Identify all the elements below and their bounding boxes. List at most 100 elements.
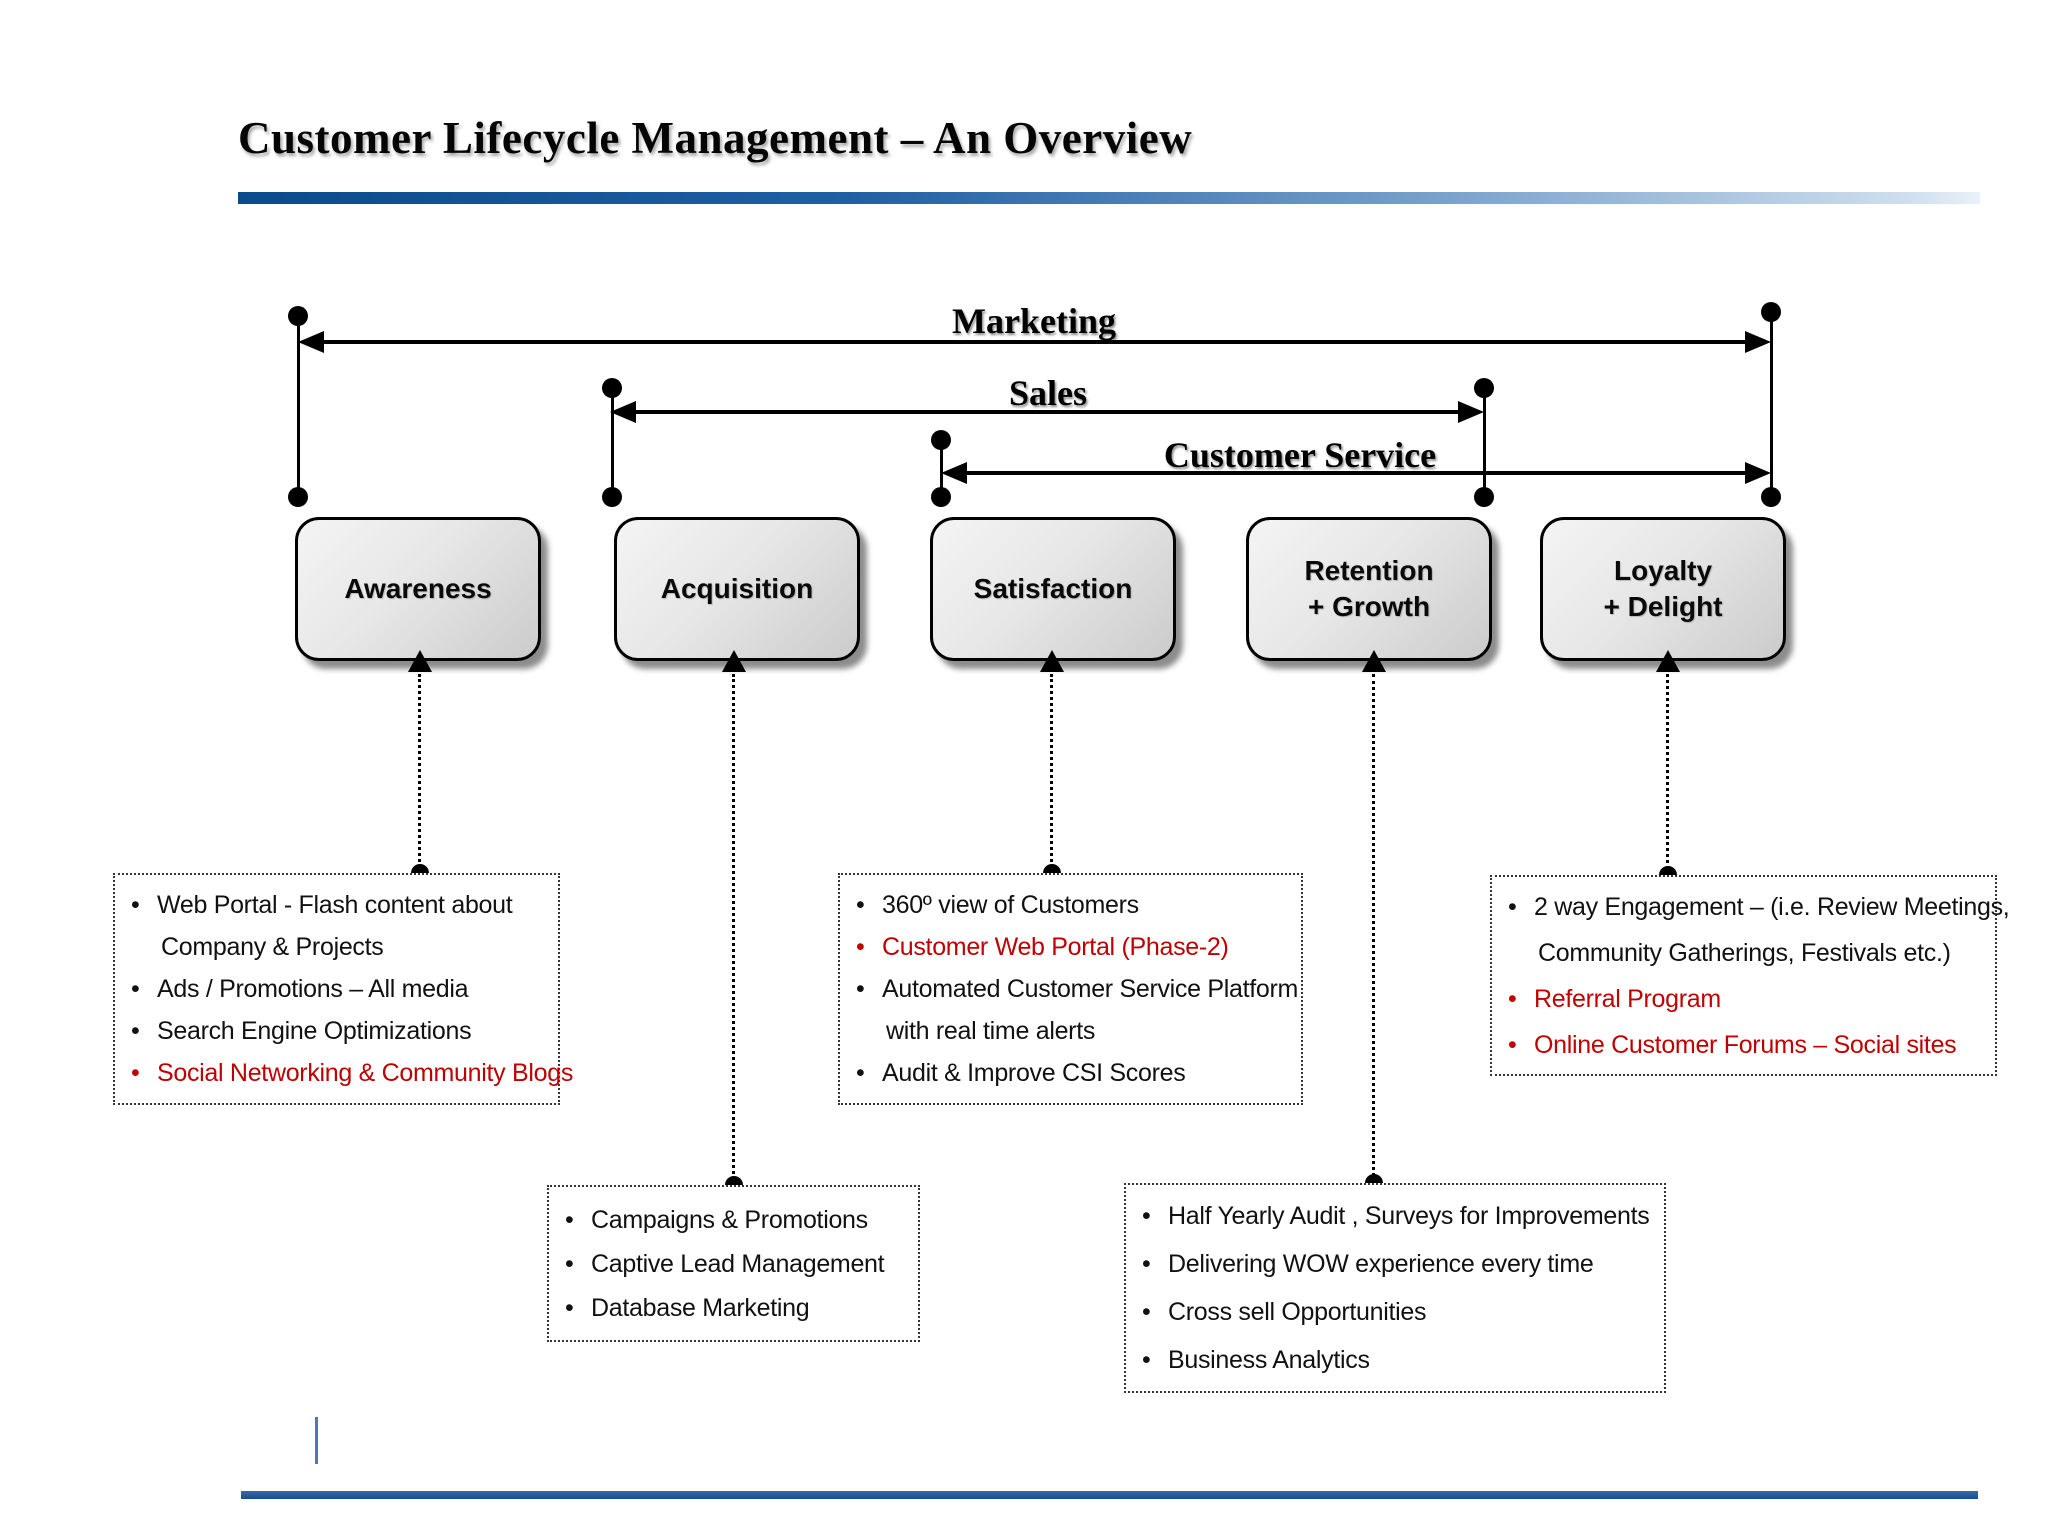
bullet-item: •Delivering WOW experience every time: [1142, 1240, 1648, 1288]
footer-rule: [241, 1491, 1978, 1499]
bullet-glyph: •: [856, 891, 865, 919]
bullet-text: Online Customer Forums – Social sites: [1534, 1030, 1957, 1059]
bullet-item: • Search Engine Optimizations: [131, 1010, 542, 1052]
bullet-text: Company & Projects: [161, 933, 384, 961]
bullet-item: •Business Analytics: [1142, 1336, 1648, 1384]
stage-label: Retention: [1304, 555, 1434, 586]
stub-line-sales-right: [1483, 388, 1486, 497]
bullet-text: Customer Web Portal (Phase-2): [882, 933, 1229, 961]
marketing-band-label: Marketing: [952, 301, 1116, 341]
callout-retention: • Half Yearly Audit , Surveys for Improve…: [1124, 1183, 1666, 1393]
marketing-arrowhead-left-icon: [298, 331, 324, 353]
up-arrowhead-retention-icon: [1362, 650, 1386, 672]
bullet-item: •Campaigns & Promotions: [565, 1198, 902, 1242]
stub-line-right: [1770, 312, 1773, 497]
bullet-glyph: •: [131, 891, 140, 919]
bullet-item: • Online Customer Forums – Social sites: [1508, 1022, 1979, 1068]
bullet-item: •2 way Engagement – (i.e. Review Meeting…: [1508, 884, 2010, 930]
bullet-glyph: •: [1142, 1202, 1151, 1230]
callout-loyalty: • 2 way Engagement – (i.e. Review Meeting…: [1490, 875, 2010, 1076]
stage-label-line2: + Delight: [1603, 591, 1723, 622]
endpoint-dot: [602, 487, 622, 507]
bullet-text: 360º view of Customers: [882, 891, 1139, 919]
dotted-connector-loyalty: [1666, 674, 1669, 875]
bullet-glyph: •: [856, 933, 865, 961]
bullet-text: Referral Program: [1534, 984, 1721, 1013]
sales-arrowhead-left-icon: [610, 401, 636, 423]
bullet-text: Business Analytics: [1168, 1346, 1370, 1374]
bullet-item: •Audit & Improve CSI Scores: [856, 1052, 1285, 1094]
bullet-glyph: •: [565, 1293, 574, 1322]
bullet-glyph: •: [565, 1249, 574, 1278]
endpoint-dot: [1474, 487, 1494, 507]
bullet-glyph: •: [1508, 1030, 1517, 1059]
bullet-text: Captive Lead Management: [591, 1249, 885, 1278]
customer-service-arrowhead-right-icon: [1745, 462, 1771, 484]
stub-line-customer-service-left: [940, 440, 943, 497]
dotted-connector-awareness: [418, 674, 421, 873]
marketing-arrow-shaft: [304, 340, 1765, 344]
bullet-text: Campaigns & Promotions: [591, 1205, 868, 1234]
bullet-item: • Captive Lead Management: [565, 1242, 902, 1286]
bullet-text: Audit & Improve CSI Scores: [882, 1059, 1186, 1087]
bullet-item: • Automated Customer Service Platform: [856, 968, 1298, 1010]
stage-box-acquisition: Acquisition: [614, 517, 860, 661]
endpoint-dot: [1474, 378, 1494, 398]
endpoint-dot: [931, 430, 951, 450]
bullet-text: Database Marketing: [591, 1293, 810, 1322]
bullet-glyph: •: [1142, 1298, 1151, 1326]
up-arrowhead-loyalty-icon: [1656, 650, 1680, 672]
bullet-text: Search Engine Optimizations: [157, 1017, 472, 1045]
bullet-item: • Database Marketing: [565, 1286, 902, 1330]
bullet-text: Social Networking & Community Blogs: [157, 1059, 574, 1087]
stage-box-awareness: Awareness: [295, 517, 541, 661]
sales-arrow-shaft: [616, 410, 1478, 414]
sales-arrowhead-right-icon: [1458, 401, 1484, 423]
customer-service-arrowhead-left-icon: [941, 462, 967, 484]
bullet-item: •Cross sell Opportunities: [1142, 1288, 1648, 1336]
stage-label: Satisfaction: [973, 573, 1133, 604]
bullet-glyph: •: [1508, 984, 1517, 1013]
bullet-glyph: •: [131, 1059, 140, 1087]
bullet-text: 2 way Engagement – (i.e. Review Meetings…: [1534, 892, 2010, 921]
up-arrowhead-acquisition-icon: [722, 650, 746, 672]
dotted-connector-retention: [1372, 674, 1375, 1183]
footer-tick-mark: [315, 1417, 318, 1464]
endpoint-dot: [288, 487, 308, 507]
bullet-glyph: •: [131, 975, 140, 1003]
stage-label: Acquisition: [660, 573, 814, 604]
endpoint-dot: [931, 487, 951, 507]
endpoint-dot: [1761, 487, 1781, 507]
bullet-item: • Ads / Promotions – All media: [131, 968, 542, 1010]
bullet-glyph: •: [856, 975, 865, 1003]
stage-box-satisfaction: Satisfaction: [930, 517, 1176, 661]
bullet-text: Automated Customer Service Platform: [882, 975, 1299, 1003]
bullet-glyph: •: [131, 1017, 140, 1045]
bullet-item: • Referral Program: [1508, 976, 1979, 1022]
dotted-connector-satisfaction: [1050, 674, 1053, 873]
bullet-text: Ads / Promotions – All media: [157, 975, 469, 1003]
stage-label-line2: + Growth: [1307, 591, 1431, 622]
bullet-text: Delivering WOW experience every time: [1168, 1250, 1594, 1278]
bullet-text: Community Gatherings, Festivals etc.): [1538, 938, 1951, 967]
stub-line-marketing-left: [297, 316, 300, 497]
bullet-text: Half Yearly Audit , Surveys for Improvem…: [1168, 1202, 1650, 1230]
bullet-item-continuation: Company & Projects: [131, 926, 542, 968]
bullet-item: • Customer Web Portal (Phase-2): [856, 926, 1285, 968]
title-underline-rule: [238, 192, 1980, 204]
customer-service-arrow-shaft: [947, 471, 1765, 475]
bullet-item: • Half Yearly Audit , Surveys for Improve…: [1142, 1192, 1650, 1240]
stage-box-retention-growth: Retention + Growth: [1246, 517, 1492, 661]
bullet-item: •Web Portal - Flash content about: [131, 884, 542, 926]
page-title: Customer Lifecycle Management – An Overv…: [238, 113, 1193, 163]
stage-label: Loyalty: [1613, 555, 1713, 586]
up-arrowhead-awareness-icon: [408, 650, 432, 672]
customer-service-band-label: Customer Service: [1163, 435, 1437, 475]
sales-band-label: Sales: [1008, 373, 1087, 413]
bullet-item-continuation: with real time alerts: [856, 1010, 1285, 1052]
dotted-connector-acquisition: [732, 674, 735, 1185]
bullet-item: • Social Networking & Community Blogs: [131, 1052, 573, 1094]
callout-acquisition: •Campaigns & Promotions•Captive Lead Man…: [547, 1185, 920, 1342]
